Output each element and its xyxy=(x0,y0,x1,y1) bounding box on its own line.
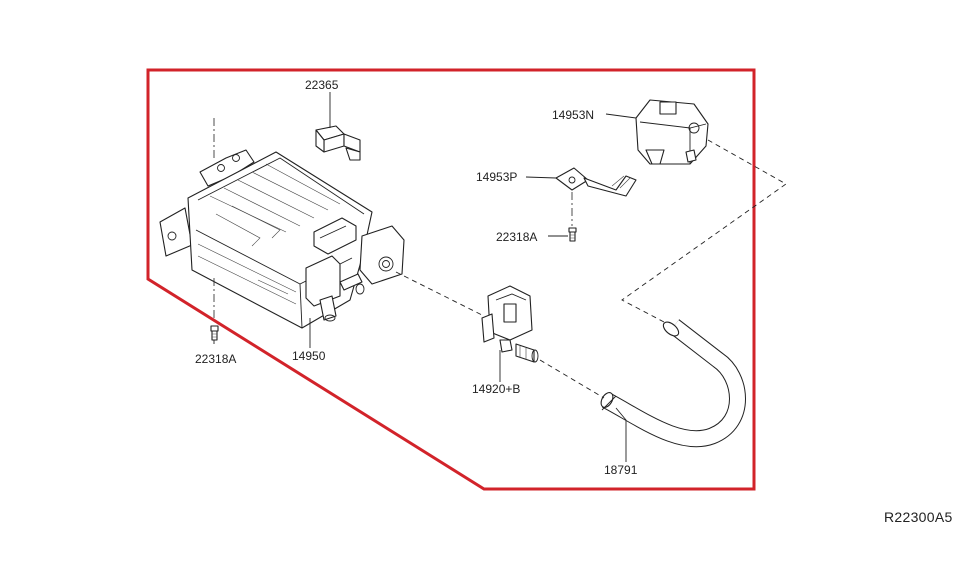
leader-14953N xyxy=(605,113,637,119)
bolt-left xyxy=(210,325,219,341)
evap-canister xyxy=(159,149,405,329)
label-22318A-right: 22318A xyxy=(496,230,537,244)
assembly-outline xyxy=(146,68,756,491)
label-14953P: 14953P xyxy=(476,170,517,184)
label-22365: 22365 xyxy=(305,78,339,92)
vent-hose xyxy=(600,319,746,448)
label-14920B: 14920+B xyxy=(472,382,520,396)
leader-18791 xyxy=(615,407,627,462)
canister-clip xyxy=(315,125,361,161)
hose-connection-canister-valve xyxy=(395,271,485,317)
label-14950: 14950 xyxy=(292,349,326,363)
label-14953N: 14953N xyxy=(552,108,594,122)
vent-control-valve xyxy=(481,285,539,363)
hose-connection-hose-filter xyxy=(621,139,787,323)
leader-14953P xyxy=(525,176,557,179)
hose-connection-valve-hose xyxy=(539,359,605,399)
label-22318A-left: 22318A xyxy=(195,352,236,366)
diagram-reference-code: R22300A5 xyxy=(884,509,953,525)
drain-filter xyxy=(635,99,709,165)
label-18791: 18791 xyxy=(604,463,638,477)
bolt-right xyxy=(568,227,577,242)
filter-bracket xyxy=(555,167,637,197)
